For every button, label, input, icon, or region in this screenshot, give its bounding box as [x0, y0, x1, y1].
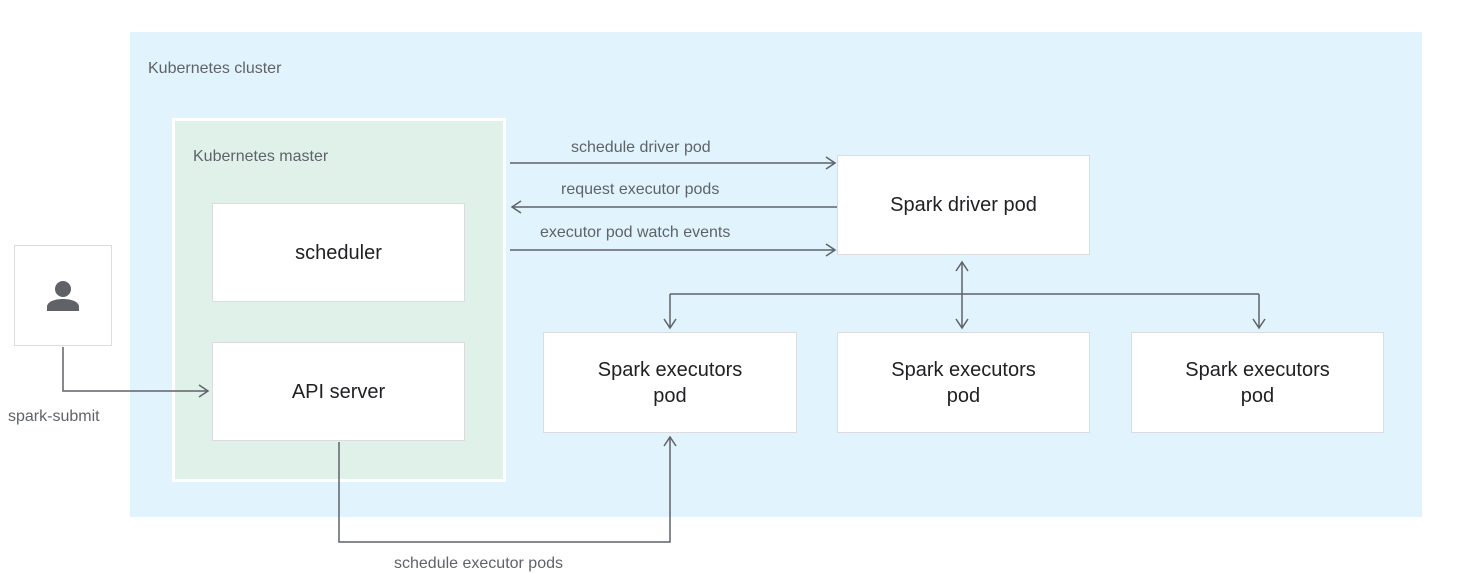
spark-submit-label: spark-submit	[8, 408, 100, 425]
spark-executor-pod-label-line1: Spark executors	[1185, 358, 1330, 381]
executor-pod-watch-events-label: executor pod watch events	[540, 224, 731, 241]
kubernetes-master-label: Kubernetes master	[193, 148, 329, 165]
request-executor-pods-label: request executor pods	[561, 181, 720, 198]
user-box	[14, 245, 112, 346]
schedule-driver-pod-label: schedule driver pod	[571, 139, 711, 156]
schedule-executor-pods-label: schedule executor pods	[394, 555, 563, 572]
person-icon	[47, 280, 79, 311]
scheduler-box: scheduler	[212, 203, 465, 302]
spark-executor-pod-label-line1: Spark executors	[597, 358, 743, 381]
api-server-label: API server	[291, 380, 386, 403]
spark-executor-pod-label-line1: Spark executors	[891, 358, 1036, 381]
spark-executor-pod-label-line2: pod	[653, 384, 687, 407]
spark-executor-pod-box: Spark executors pod	[837, 332, 1090, 433]
spark-executor-pod-label-line2: pod	[1240, 384, 1275, 407]
kubernetes-cluster-label: Kubernetes cluster	[148, 60, 282, 77]
spark-executor-pod-label-line2: pod	[946, 384, 981, 407]
api-server-box: API server	[212, 342, 465, 441]
spark-driver-pod-box: Spark driver pod	[837, 155, 1090, 255]
spark-executor-pod-box: Spark executors pod	[543, 332, 797, 433]
spark-executor-pod-box: Spark executors pod	[1131, 332, 1384, 433]
scheduler-label: scheduler	[295, 241, 382, 264]
schedule-executor-pods-arrow	[338, 437, 671, 543]
spark-submit-arrow	[62, 347, 208, 392]
spark-driver-pod-label: Spark driver pod	[890, 194, 1037, 216]
